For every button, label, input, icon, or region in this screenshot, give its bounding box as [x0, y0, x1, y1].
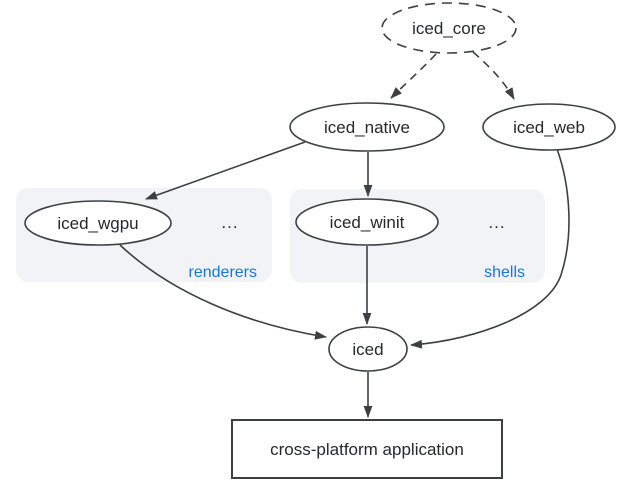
shells-ellipsis: ...: [488, 213, 505, 232]
edge-core-to-web: [472, 51, 515, 100]
node-iced: [328, 326, 408, 372]
node-iced-label: iced: [352, 340, 383, 359]
group-renderers-label: renderers: [189, 264, 257, 281]
node-iced-web-label: iced_web: [513, 118, 585, 137]
edge-wgpu-to-iced: [119, 244, 327, 340]
node-iced-web: [482, 103, 616, 151]
group-shells-label: shells: [484, 264, 525, 281]
edge-web-to-iced: [410, 148, 570, 349]
node-iced-core: [381, 2, 517, 54]
node-cross-platform-application: [231, 419, 503, 479]
node-iced-winit-label: iced_winit: [330, 213, 405, 232]
node-iced-wgpu-label: iced_wgpu: [57, 214, 138, 233]
node-iced-winit: [295, 198, 439, 246]
edge-native-to-wgpu: [145, 141, 306, 200]
node-cross-platform-application-label: cross-platform application: [270, 440, 464, 459]
node-iced-wgpu: [24, 200, 172, 246]
node-iced-core-label: iced_core: [412, 19, 486, 38]
edge-core-to-native: [390, 53, 437, 99]
node-iced-native: [289, 102, 445, 152]
node-iced-native-label: iced_native: [324, 118, 410, 137]
renderers-ellipsis: ...: [221, 213, 238, 232]
